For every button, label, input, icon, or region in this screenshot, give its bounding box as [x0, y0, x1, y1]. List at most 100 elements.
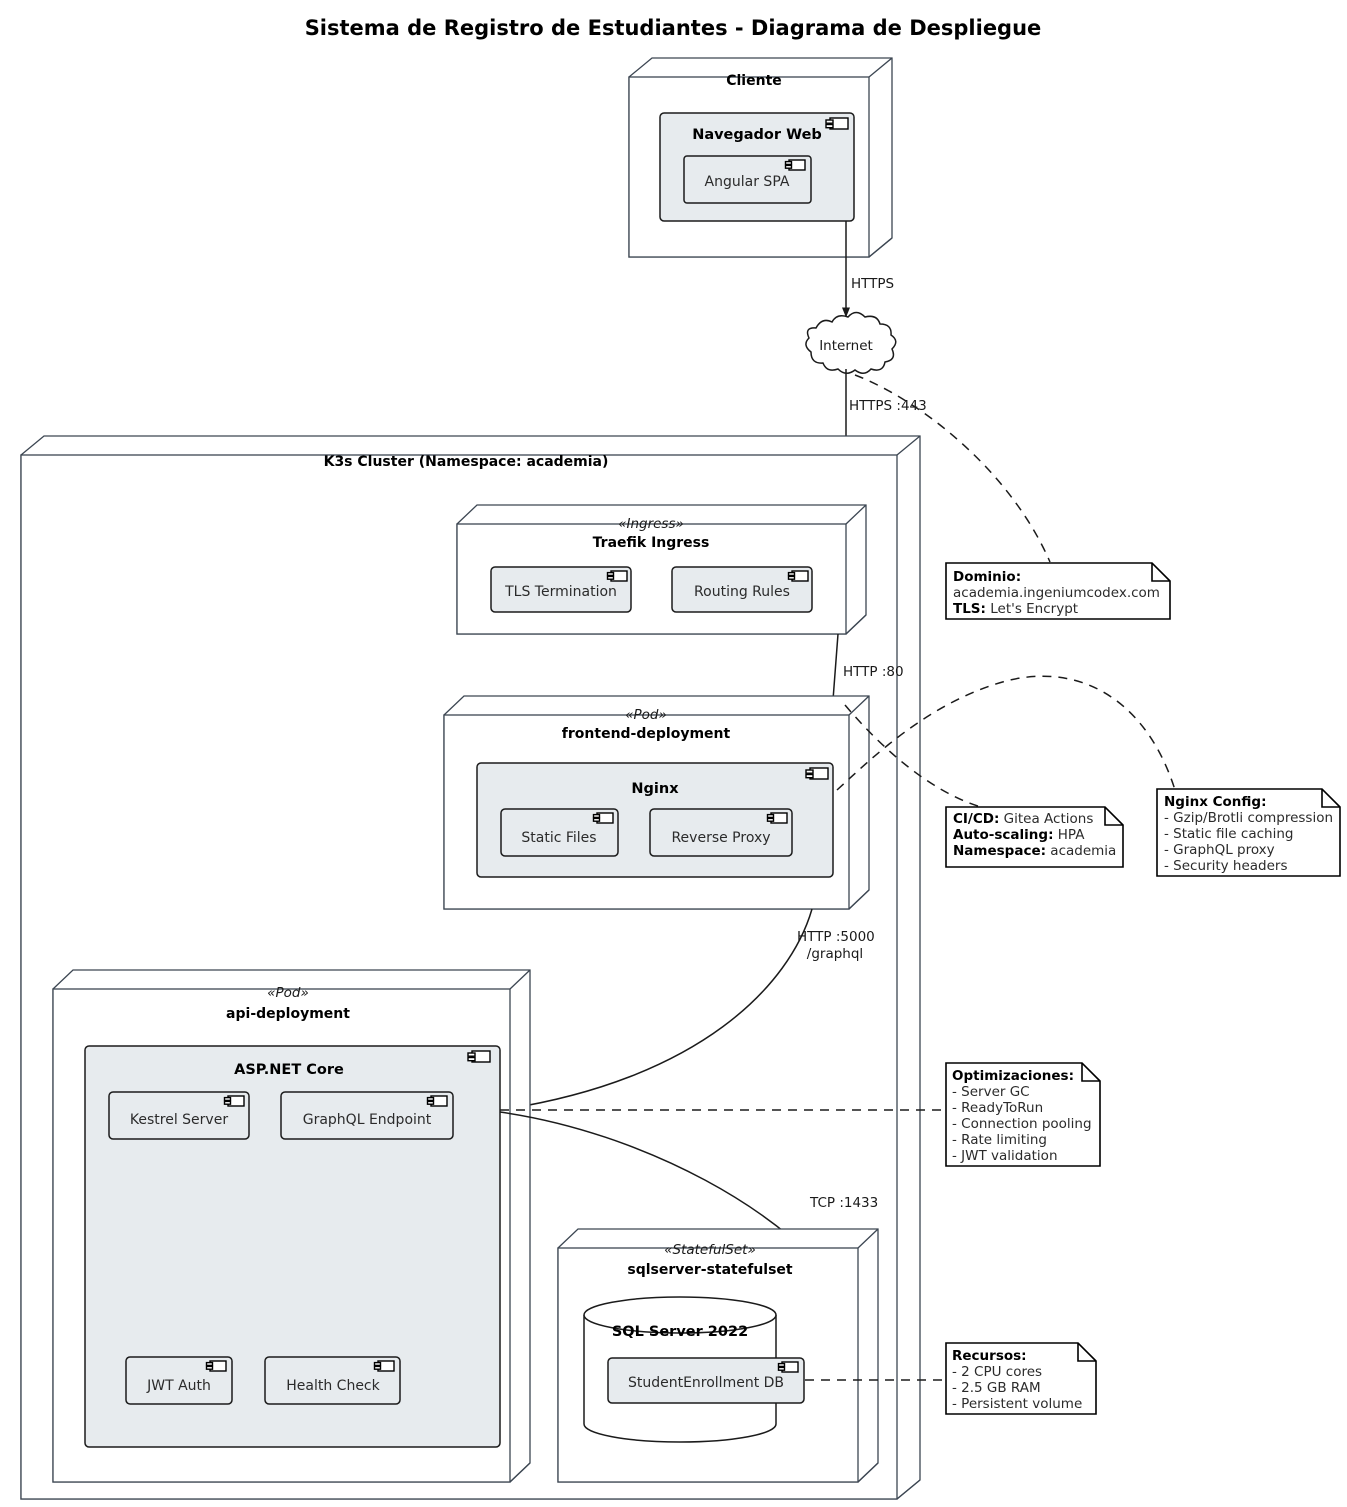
node-traefik-ingress-label: Traefik Ingress — [593, 535, 710, 551]
component-graphql-endpoint-label: GraphQL Endpoint — [303, 1112, 432, 1128]
component-reverse-proxy-label: Reverse Proxy — [671, 830, 770, 846]
component-icon — [766, 812, 788, 824]
component-tls-termination-label: TLS Termination — [504, 584, 617, 600]
component-studentenrollment-db[interactable]: StudentEnrollment DB — [607, 1357, 805, 1404]
node-internet-label: Internet — [819, 338, 873, 354]
note-dominio-line-2-val: Let's Encrypt — [986, 601, 1078, 617]
database-cylinder-label: SQL Server 2022 — [612, 1324, 748, 1340]
note-dominio[interactable]: Dominio: academia.ingeniumcodex.com TLS:… — [945, 562, 1171, 620]
component-static-files[interactable]: Static Files — [500, 808, 619, 857]
node-k3s-cluster-label: K3s Cluster (Namespace: academia) — [324, 454, 609, 470]
note-cicd-line-2-val: academia — [1046, 843, 1116, 859]
edge-label-https-443: HTTPS :443 — [849, 398, 927, 414]
component-icon — [606, 570, 628, 582]
edge-label-https: HTTPS — [851, 276, 894, 292]
page-title: Sistema de Registro de Estudiantes - Dia… — [305, 16, 1042, 40]
component-health-check-label: Health Check — [286, 1378, 380, 1394]
component-static-files-label: Static Files — [521, 830, 596, 846]
component-reverse-proxy[interactable]: Reverse Proxy — [649, 808, 793, 857]
component-icon — [223, 1095, 245, 1107]
edge-browser-internet: HTTPS — [842, 221, 894, 318]
component-tls-termination[interactable]: TLS Termination — [490, 566, 632, 613]
component-health-check[interactable]: Health Check — [264, 1356, 401, 1405]
note-cicd-line-0: CI/CD: Gitea Actions — [953, 811, 1093, 827]
component-icon — [205, 1360, 227, 1372]
note-nginx-config-line-1: - Gzip/Brotli compression — [1164, 810, 1333, 826]
note-cicd-line-0-key: CI/CD: — [953, 811, 999, 827]
note-cicd-line-2-key: Namespace: — [953, 843, 1046, 859]
note-dominio-line-2: TLS: Let's Encrypt — [953, 601, 1078, 617]
component-angular-spa[interactable]: Angular SPA — [683, 155, 812, 204]
component-jwt-auth-label: JWT Auth — [146, 1378, 211, 1394]
component-jwt-auth[interactable]: JWT Auth — [125, 1356, 233, 1405]
component-nginx[interactable]: Nginx Static Files Reverse Proxy — [476, 762, 834, 878]
component-angular-spa-label: Angular SPA — [705, 174, 790, 190]
component-studentenrollment-db-label: StudentEnrollment DB — [628, 1375, 784, 1391]
node-api-deployment-label: api-deployment — [226, 1006, 350, 1022]
note-cicd-line-1-key: Auto-scaling: — [953, 827, 1053, 843]
note-dominio-line-2-key: TLS: — [953, 601, 986, 617]
note-dominio-line-1: academia.ingeniumcodex.com — [953, 585, 1160, 601]
node-frontend-deployment-label: frontend-deployment — [562, 726, 731, 742]
component-aspnet-core[interactable]: ASP.NET Core Kestrel Server GraphQL Endp… — [84, 1045, 501, 1448]
node-sqlserver-statefulset-stereotype: «StatefulSet» — [664, 1242, 756, 1258]
edge-frontend-api: HTTP :5000 /graphql — [500, 908, 875, 1110]
node-frontend-deployment-stereotype: «Pod» — [625, 707, 667, 723]
node-frontend-deployment[interactable]: «Pod» frontend-deployment Nginx Static F… — [443, 695, 870, 910]
database-cylinder-sql-server[interactable]: SQL Server 2022 StudentEnrollment DB — [583, 1296, 805, 1443]
note-optimizaciones-line-2: - ReadyToRun — [952, 1100, 1043, 1116]
component-icon — [825, 117, 849, 130]
component-icon — [426, 1095, 448, 1107]
note-cicd-line-1-val: HPA — [1053, 827, 1085, 843]
edge-label-http-80: HTTP :80 — [843, 664, 904, 680]
node-internet-cloud[interactable]: Internet — [805, 311, 897, 374]
note-nginx-config-line-2: - Static file caching — [1164, 826, 1293, 842]
component-icon — [787, 570, 809, 582]
note-recursos-line-0: Recursos: — [952, 1348, 1027, 1364]
node-sqlserver-statefulset[interactable]: «StatefulSet» sqlserver-statefulset SQL … — [557, 1228, 879, 1483]
note-optimizaciones-line-0: Optimizaciones: — [952, 1068, 1074, 1084]
component-navegador-web-label: Navegador Web — [692, 127, 822, 143]
note-optimizaciones-line-3: - Connection pooling — [952, 1116, 1092, 1132]
node-cliente-label: Cliente — [726, 73, 782, 89]
node-traefik-ingress-stereotype: «Ingress» — [618, 516, 684, 532]
component-icon — [592, 812, 614, 824]
component-graphql-endpoint[interactable]: GraphQL Endpoint — [280, 1091, 454, 1140]
node-cliente[interactable]: Cliente Navegador Web Angular SPA — [628, 57, 893, 258]
component-kestrel-server[interactable]: Kestrel Server — [108, 1091, 250, 1140]
note-nginx-config[interactable]: Nginx Config: - Gzip/Brotli compression … — [1156, 788, 1341, 877]
note-recursos-line-3: - Persistent volume — [952, 1396, 1082, 1412]
component-icon — [373, 1360, 395, 1372]
edge-label-http-5000: HTTP :5000 — [797, 929, 875, 945]
note-recursos-line-2: - 2.5 GB RAM — [952, 1380, 1041, 1396]
note-recursos[interactable]: Recursos: - 2 CPU cores - 2.5 GB RAM - P… — [945, 1342, 1097, 1415]
node-traefik-ingress[interactable]: «Ingress» Traefik Ingress TLS Terminatio… — [456, 504, 867, 635]
note-cicd-line-2: Namespace: academia — [953, 843, 1116, 859]
note-cicd-line-0-val: Gitea Actions — [999, 811, 1093, 827]
edge-label-tcp-1433: TCP :1433 — [809, 1195, 878, 1211]
note-optimizaciones[interactable]: Optimizaciones: - Server GC - ReadyToRun… — [945, 1062, 1101, 1167]
component-icon — [805, 767, 829, 780]
component-routing-rules[interactable]: Routing Rules — [671, 566, 813, 613]
note-nginx-config-line-0: Nginx Config: — [1164, 794, 1266, 810]
node-sqlserver-statefulset-label: sqlserver-statefulset — [627, 1262, 793, 1278]
edge-label-graphql-path: /graphql — [807, 946, 863, 962]
note-optimizaciones-line-5: - JWT validation — [952, 1148, 1058, 1164]
note-nginx-config-line-4: - Security headers — [1164, 858, 1287, 874]
note-dominio-line-0: Dominio: — [953, 569, 1021, 585]
component-routing-rules-label: Routing Rules — [694, 584, 790, 600]
node-api-deployment[interactable]: «Pod» api-deployment ASP.NET Core Kestre… — [52, 969, 531, 1483]
component-aspnet-core-label: ASP.NET Core — [234, 1062, 344, 1078]
component-icon — [784, 159, 806, 171]
component-icon — [777, 1361, 799, 1373]
note-optimizaciones-line-4: - Rate limiting — [952, 1132, 1047, 1148]
note-optimizaciones-line-1: - Server GC — [952, 1084, 1030, 1100]
note-cicd-line-1: Auto-scaling: HPA — [953, 827, 1085, 843]
component-icon — [467, 1050, 491, 1063]
note-nginx-config-line-3: - GraphQL proxy — [1164, 842, 1275, 858]
node-api-deployment-stereotype: «Pod» — [267, 985, 309, 1001]
note-cicd[interactable]: CI/CD: Gitea Actions Auto-scaling: HPA N… — [945, 806, 1124, 868]
component-nginx-label: Nginx — [631, 781, 679, 797]
component-navegador-web[interactable]: Navegador Web Angular SPA — [659, 112, 855, 222]
